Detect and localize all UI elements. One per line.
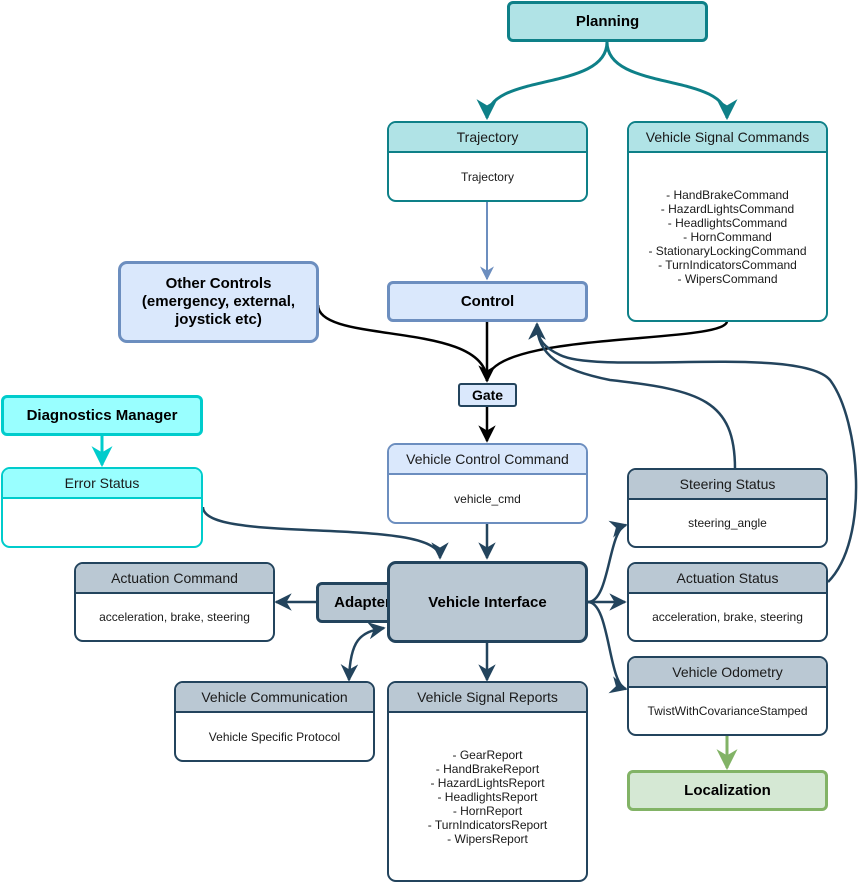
vehicle-control-command-line: vehicle_cmd [454, 491, 521, 506]
edge-error-status-vehicle-interface [201, 506, 449, 560]
other-controls-line-3: joystick etc) [175, 311, 262, 328]
signal-report-item: - TurnIndicatorsReport [427, 817, 548, 832]
error-status-card-title: Error Status [3, 469, 201, 499]
vehicle-communication-line: Vehicle Specific Protocol [208, 729, 341, 744]
signal-report-item: - GearReport [452, 747, 523, 762]
vehicle-signal-commands-card-title: Vehicle Signal Commands [629, 123, 826, 153]
vehicle-signal-commands-card-body: - HandBrakeCommand - HazardLightsCommand… [629, 153, 826, 320]
signal-report-item: - HeadlightsReport [437, 789, 538, 804]
trajectory-card-line: Trajectory [461, 169, 514, 184]
actuation-status-card[interactable]: Actuation Status acceleration, brake, st… [627, 562, 828, 642]
signal-report-item: - HornReport [452, 803, 523, 818]
signal-report-item: - HandBrakeReport [435, 761, 540, 776]
vehicle-control-command-card-body: vehicle_cmd [389, 475, 586, 522]
other-controls-line-1: Other Controls [165, 275, 272, 292]
vehicle-odometry-card-body: TwistWithCovarianceStamped [629, 688, 826, 734]
vehicle-odometry-card[interactable]: Vehicle Odometry TwistWithCovarianceStam… [627, 656, 828, 736]
steering-status-card-body: steering_angle [629, 500, 826, 546]
trajectory-card-title: Trajectory [389, 123, 586, 153]
planning-node[interactable]: Planning [507, 1, 708, 42]
vehicle-odometry-card-title: Vehicle Odometry [629, 658, 826, 688]
edge-other-controls-gate [316, 304, 489, 382]
actuation-status-line: acceleration, brake, steering [652, 610, 803, 624]
signal-command-item: - HeadlightsCommand [667, 215, 788, 230]
vehicle-signal-reports-card-body: - GearReport - HandBrakeReport - HazardL… [389, 713, 586, 880]
vehicle-interface-node[interactable]: Vehicle Interface [387, 561, 588, 643]
edge-steering-status-control [528, 322, 737, 470]
vehicle-communication-card-body: Vehicle Specific Protocol [176, 713, 373, 760]
other-controls-line-2: (emergency, external, [141, 293, 296, 310]
edge-vi-odometry [587, 600, 628, 694]
signal-command-item: - StationaryLockingCommand [648, 243, 807, 258]
signal-command-item: - TurnIndicatorsCommand [658, 257, 797, 272]
edge-planning-signal-commands [605, 41, 738, 121]
actuation-command-card-body: acceleration, brake, steering [76, 594, 273, 640]
other-controls-node[interactable]: Other Controls (emergency, external, joy… [118, 261, 319, 343]
trajectory-card-body: Trajectory [389, 153, 586, 200]
signal-command-item: - HazardLightsCommand [660, 201, 795, 216]
signal-report-item: - HazardLightsReport [430, 775, 545, 790]
actuation-status-card-body: acceleration, brake, steering [629, 594, 826, 640]
signal-command-item: - HandBrakeCommand [666, 187, 789, 202]
error-status-card[interactable]: Error Status [1, 467, 203, 548]
vehicle-signal-reports-card-title: Vehicle Signal Reports [389, 683, 586, 713]
vehicle-odometry-line: TwistWithCovarianceStamped [647, 704, 808, 718]
actuation-command-line: acceleration, brake, steering [99, 610, 250, 624]
edge-planning-trajectory [476, 41, 609, 121]
signal-command-item: - WipersCommand [677, 271, 778, 286]
control-node[interactable]: Control [387, 281, 588, 322]
edge-signal-commands-gate [485, 320, 729, 382]
actuation-status-card-title: Actuation Status [629, 564, 826, 594]
error-status-card-body [3, 499, 201, 546]
vehicle-signal-commands-card[interactable]: Vehicle Signal Commands - HandBrakeComma… [627, 121, 828, 322]
trajectory-card[interactable]: Trajectory Trajectory [387, 121, 588, 202]
edge-actuation-status-control [528, 322, 858, 583]
actuation-command-card-title: Actuation Command [76, 564, 273, 594]
localization-node[interactable]: Localization [627, 770, 828, 811]
diagnostics-manager-node[interactable]: Diagnostics Manager [1, 395, 203, 436]
vehicle-communication-card[interactable]: Vehicle Communication Vehicle Specific P… [174, 681, 375, 762]
steering-status-card-title: Steering Status [629, 470, 826, 500]
edge-vi-steering-status [587, 520, 628, 604]
vehicle-communication-card-title: Vehicle Communication [176, 683, 373, 713]
gate-node[interactable]: Gate [458, 383, 517, 407]
vehicle-control-command-card-title: Vehicle Control Command [389, 445, 586, 475]
edge-vi-vehicle-communication [340, 621, 386, 682]
steering-status-card[interactable]: Steering Status steering_angle [627, 468, 828, 548]
vehicle-control-command-card[interactable]: Vehicle Control Command vehicle_cmd [387, 443, 588, 524]
signal-command-item: - HornCommand [683, 229, 772, 244]
steering-status-line: steering_angle [688, 516, 767, 530]
vehicle-signal-reports-card[interactable]: Vehicle Signal Reports - GearReport - Ha… [387, 681, 588, 882]
signal-report-item: - WipersReport [447, 831, 528, 846]
actuation-command-card[interactable]: Actuation Command acceleration, brake, s… [74, 562, 275, 642]
